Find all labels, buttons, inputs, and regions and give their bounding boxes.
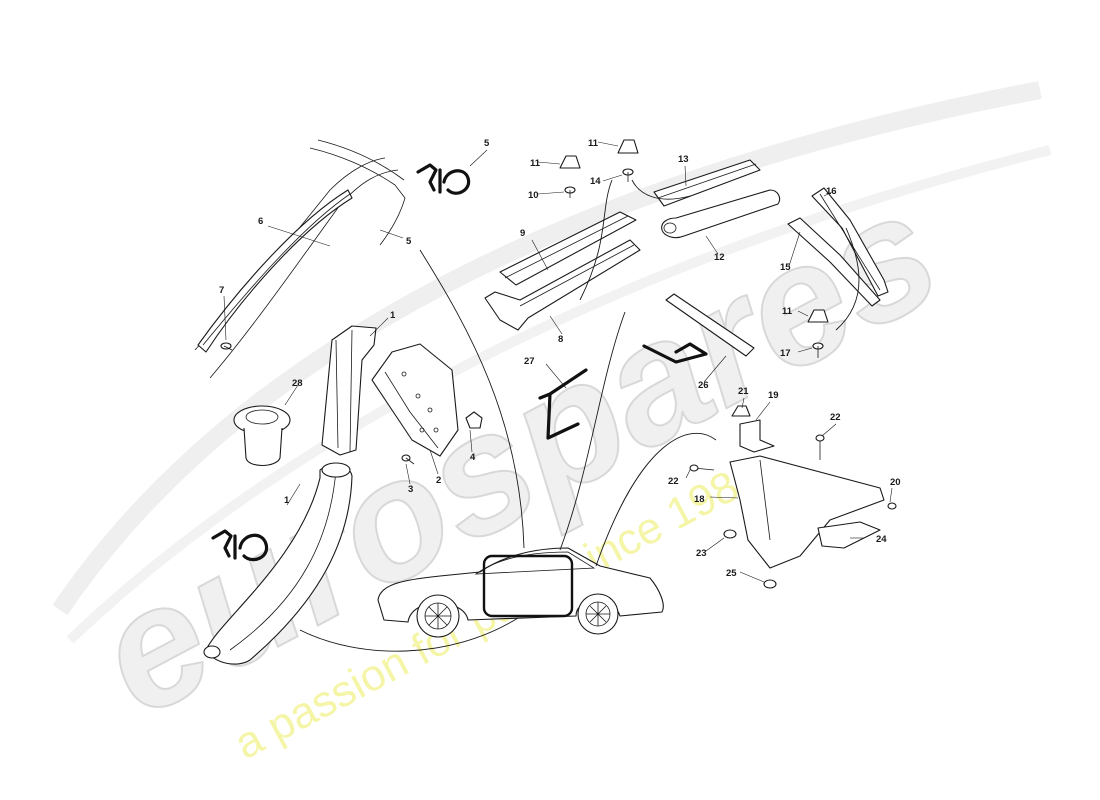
part-21-nut xyxy=(731,405,751,417)
part-11-clip-c xyxy=(807,309,829,323)
callout-22b: 22 xyxy=(668,476,679,487)
callout-10: 10 xyxy=(528,190,539,201)
part-3-screw xyxy=(401,454,415,465)
part-7-screw xyxy=(220,342,233,351)
callout-12: 12 xyxy=(714,252,725,263)
arrow-housing-to-car xyxy=(595,432,717,567)
part-24-badge xyxy=(817,521,881,549)
callout-16: 16 xyxy=(826,186,837,197)
part-14-screw xyxy=(622,168,634,182)
callout-27: 27 xyxy=(524,356,535,367)
watermark-swoosh-upper xyxy=(52,81,1042,616)
callout-26: 26 xyxy=(698,380,709,391)
callout-8: 8 xyxy=(558,334,563,345)
part-15-quarter-seal xyxy=(787,217,881,307)
assembly-arrows xyxy=(299,179,860,652)
part-17-screw xyxy=(812,342,824,358)
part-23-washer xyxy=(723,529,737,539)
part-16-quarter-seal xyxy=(811,187,889,297)
car-silhouette xyxy=(377,547,664,638)
callout-22a: 22 xyxy=(830,412,841,423)
part-20-screw xyxy=(887,502,897,510)
part-22-screw-b xyxy=(689,464,715,472)
part-26-trim-strip xyxy=(665,293,755,357)
part-4-clip xyxy=(465,411,483,429)
callout-7: 7 xyxy=(219,285,224,296)
callout-6: 6 xyxy=(258,216,263,227)
part-19-angle-bracket xyxy=(739,419,775,453)
part-1-seal-profile-icon xyxy=(211,529,269,562)
callout-15: 15 xyxy=(780,262,791,273)
part-5-seal-profile-icon xyxy=(416,163,471,195)
arrow-14-to-13 xyxy=(631,179,691,200)
callout-11b: 11 xyxy=(588,138,599,149)
callout-labels: 5 6 5 7 1 28 3 2 4 1 9 8 27 11 10 11 14 … xyxy=(219,138,901,579)
callout-5a: 5 xyxy=(484,138,490,149)
callout-25: 25 xyxy=(726,568,737,579)
part-1-door-seal-tube xyxy=(203,462,353,665)
arrow-9-to-14 xyxy=(579,179,613,301)
watermark: eurospares a passion for parts since 198… xyxy=(52,81,1052,769)
callout-11c: 11 xyxy=(782,306,793,317)
part-25-washer xyxy=(763,579,777,589)
callout-13: 13 xyxy=(678,154,689,165)
part-8-roof-rail xyxy=(484,239,641,331)
callout-9: 9 xyxy=(520,228,525,239)
part-11-clip-b xyxy=(617,139,639,154)
callout-17: 17 xyxy=(780,348,791,359)
callout-2: 2 xyxy=(436,475,441,486)
callout-28: 28 xyxy=(292,378,303,389)
part-27-seal-profile xyxy=(538,368,588,440)
arrow-11-to-16 xyxy=(835,227,860,331)
part-10-screw xyxy=(564,186,576,198)
arrow-8-to-car xyxy=(559,311,626,551)
part-6-windscreen-trim xyxy=(197,189,353,353)
callout-23: 23 xyxy=(696,548,707,559)
callout-24: 24 xyxy=(876,534,887,545)
callout-1b: 1 xyxy=(284,495,290,506)
part-18-housing xyxy=(729,455,885,569)
leader-lines xyxy=(223,141,893,583)
part-11-clip-a xyxy=(559,155,581,169)
callout-4: 4 xyxy=(470,452,476,463)
arrow-1-to-car xyxy=(299,617,519,652)
part-12-rail-seal xyxy=(661,189,781,239)
part-13-rear-rail xyxy=(653,159,761,207)
callout-3: 3 xyxy=(408,484,413,495)
part-9-roof-rail xyxy=(499,211,637,286)
part-2-bracket xyxy=(371,343,459,457)
part-22-screw-a xyxy=(815,434,825,460)
callout-19: 19 xyxy=(768,390,779,401)
callout-1a: 1 xyxy=(390,310,396,321)
part-1-pillar-seal xyxy=(321,325,377,456)
callout-11a: 11 xyxy=(530,158,541,169)
callout-21: 21 xyxy=(738,386,749,397)
part-26-seal-profile xyxy=(642,342,708,364)
callout-20: 20 xyxy=(890,477,901,488)
arrow-5-to-car xyxy=(419,249,525,549)
part-28-grommet xyxy=(233,405,291,467)
callout-14: 14 xyxy=(590,176,601,187)
watermark-swoosh-lower xyxy=(66,145,1052,644)
callout-18: 18 xyxy=(694,494,705,505)
callout-5b: 5 xyxy=(406,236,412,247)
